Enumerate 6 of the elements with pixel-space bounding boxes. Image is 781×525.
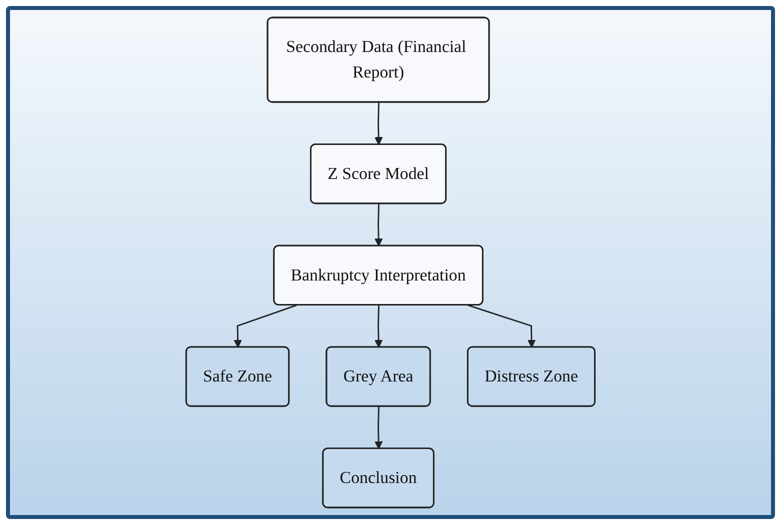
arrow bbox=[234, 304, 297, 348]
arrow bbox=[468, 304, 536, 348]
arrow bbox=[374, 305, 383, 348]
arrow bbox=[374, 102, 383, 146]
arrow bbox=[374, 204, 383, 246]
arrow bbox=[374, 406, 383, 450]
